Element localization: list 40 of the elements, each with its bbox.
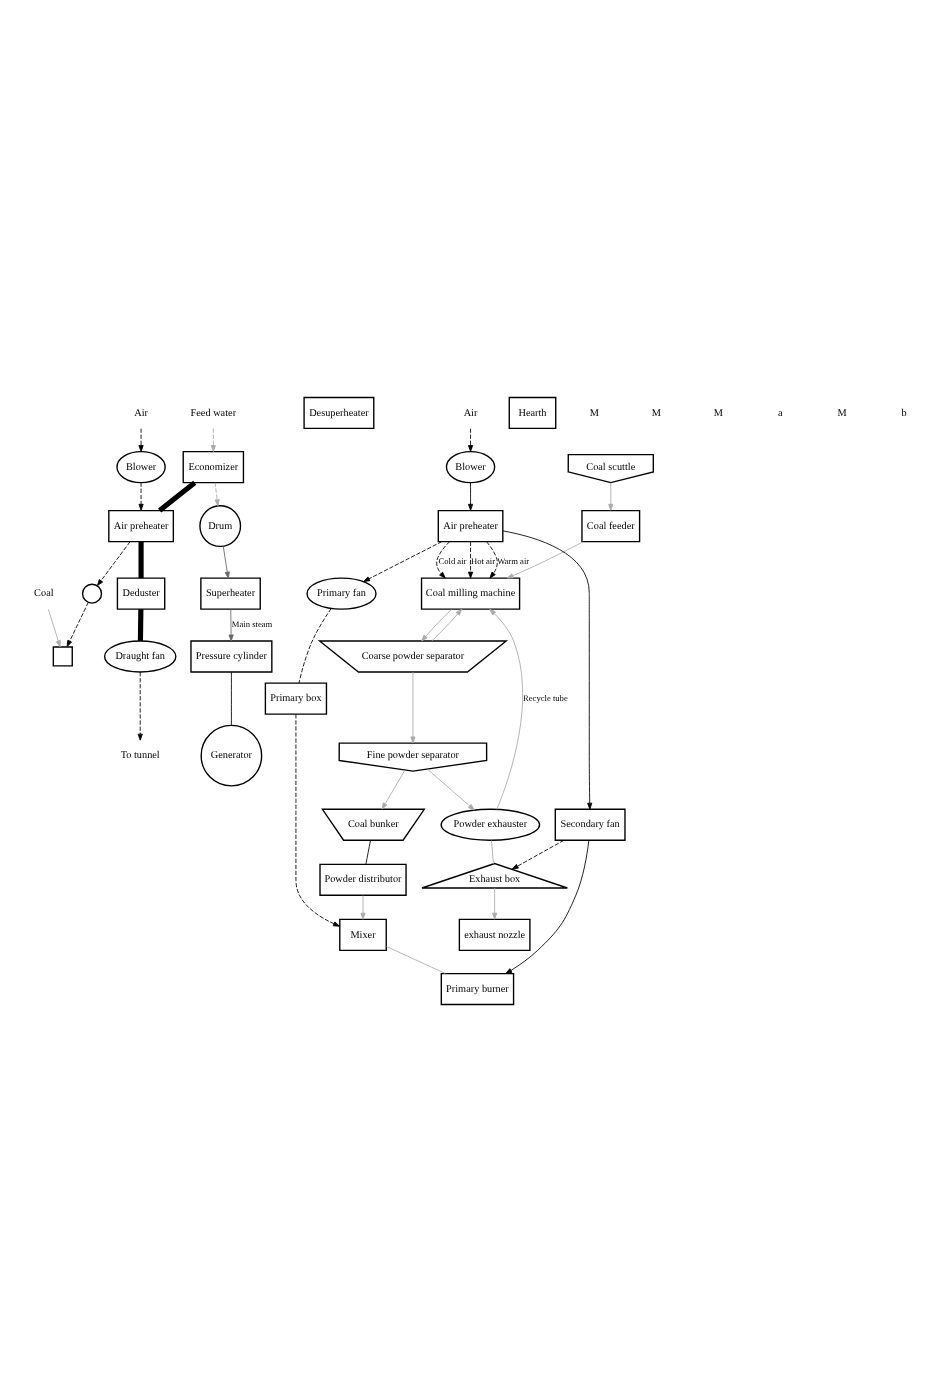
arrow bbox=[489, 607, 523, 809]
arrow bbox=[608, 481, 614, 510]
arrow bbox=[295, 712, 340, 926]
arrow bbox=[138, 481, 144, 510]
connector bbox=[298, 607, 332, 683]
arrow bbox=[137, 670, 143, 740]
arrow bbox=[431, 607, 463, 641]
arrow bbox=[96, 540, 131, 586]
arrow bbox=[492, 886, 498, 919]
arrow bbox=[468, 540, 474, 578]
arrow bbox=[502, 529, 593, 809]
arrow bbox=[48, 607, 61, 647]
arrow bbox=[410, 670, 416, 743]
connector bbox=[386, 945, 446, 973]
arrow bbox=[210, 427, 216, 451]
connector bbox=[491, 839, 494, 864]
arrow bbox=[421, 607, 452, 641]
arrow bbox=[222, 544, 230, 578]
arrow bbox=[381, 768, 406, 809]
arrow bbox=[427, 767, 475, 810]
arrow bbox=[214, 481, 220, 506]
connector bbox=[158, 479, 197, 512]
arrow bbox=[228, 607, 234, 641]
arrow bbox=[436, 540, 451, 578]
arrow bbox=[66, 601, 89, 647]
node-box bbox=[52, 645, 73, 666]
arrow bbox=[486, 540, 498, 578]
connector bbox=[230, 670, 232, 725]
arrow bbox=[505, 839, 590, 973]
arrow bbox=[468, 481, 474, 510]
connector bbox=[138, 540, 144, 578]
arrow bbox=[360, 894, 366, 919]
arrow bbox=[506, 540, 584, 578]
connector bbox=[137, 608, 144, 640]
arrow bbox=[363, 540, 443, 581]
arrow bbox=[138, 427, 144, 451]
connector bbox=[365, 839, 371, 864]
arrow bbox=[468, 427, 474, 451]
arrow bbox=[511, 838, 565, 869]
node-circle bbox=[81, 582, 103, 603]
